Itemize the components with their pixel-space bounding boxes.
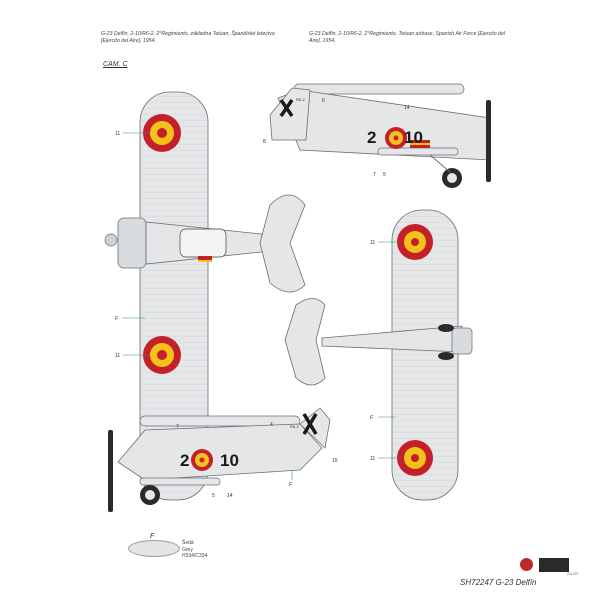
paint-swatch-grey bbox=[128, 540, 180, 557]
callout-7-lower: 7 bbox=[176, 424, 179, 430]
propeller-hub bbox=[104, 233, 118, 247]
product-title: SH72247 G-23 Delfín bbox=[460, 578, 537, 587]
fin-code-upper: R6-2 bbox=[296, 97, 305, 102]
roundel-fuselage-upper bbox=[385, 127, 407, 149]
propeller bbox=[486, 100, 491, 182]
callout-4-lower: 4 bbox=[270, 422, 273, 428]
callout-5-upper: 5 bbox=[383, 172, 386, 178]
paint-name-english: Grey bbox=[182, 546, 193, 553]
fuselage-digits-lower: 10 bbox=[220, 451, 239, 470]
propeller-lower bbox=[108, 430, 113, 512]
side-view-lower bbox=[108, 407, 331, 512]
sheet-code: 201227 bbox=[567, 572, 579, 576]
caption-english: G-23 Delfín, 2-10/R6-2, 2°Regimiento, Te… bbox=[309, 31, 506, 44]
callout-14-upper: 14 bbox=[404, 105, 410, 111]
roundel-upper-1 bbox=[143, 114, 181, 152]
tailplane bbox=[259, 194, 306, 293]
roundel-lower-1 bbox=[397, 224, 433, 260]
paint-code: H334/C334 bbox=[182, 553, 208, 559]
callout-11-a: 11 bbox=[115, 131, 120, 137]
special-hobby-logo bbox=[520, 558, 533, 571]
callout-f-a: F bbox=[115, 316, 119, 322]
callout-11-d: 11 bbox=[370, 456, 375, 462]
cockpit bbox=[179, 228, 227, 258]
callout-11-c: 11 bbox=[370, 240, 375, 246]
caption-czech: G-23 Delfín, 2-10/R6-2, 2°Regimiento, zá… bbox=[101, 31, 275, 44]
roundel-fuselage-lower bbox=[191, 449, 213, 471]
tailplane-bottom bbox=[284, 298, 326, 386]
paint-name-czech: Šedá bbox=[182, 540, 194, 546]
cross-marking-lower bbox=[302, 413, 318, 435]
paint-legend-text: Šedá Grey H334/C334 bbox=[182, 540, 207, 560]
fuselage-digits-upper: 10 bbox=[404, 128, 423, 147]
fuselage-number-upper: 2 bbox=[367, 128, 376, 147]
fuselage-number-lower: 2 bbox=[180, 451, 189, 470]
callout-6-upper: 6 bbox=[322, 98, 325, 104]
callout-11-b: 11 bbox=[115, 353, 120, 359]
lower-wing-bottom bbox=[391, 209, 459, 501]
engine-cowling bbox=[117, 217, 147, 269]
callout-f-c: F bbox=[289, 482, 293, 488]
top-wing bbox=[139, 91, 209, 501]
cross-marking-upper bbox=[279, 99, 294, 117]
callout-8-upper: 8 bbox=[263, 139, 266, 145]
lower-wing-side bbox=[377, 147, 459, 156]
callout-7-upper: 7 bbox=[373, 172, 376, 178]
callout-f-b: F bbox=[370, 415, 374, 421]
camouflage-label: CAM. C bbox=[103, 61, 128, 68]
paint-legend-letter: F bbox=[150, 533, 155, 540]
callout-15-lower: 15 bbox=[332, 458, 338, 464]
callout-5-lower: 5 bbox=[212, 493, 215, 499]
callout-14-lower: 14 bbox=[227, 493, 233, 499]
bottom-view-aircraft bbox=[284, 209, 473, 501]
fin-code-lower: R6-2 bbox=[290, 424, 299, 429]
roundel-upper-2 bbox=[143, 336, 181, 374]
gunze-sangyo-logo bbox=[539, 558, 569, 572]
side-view-upper bbox=[269, 83, 491, 188]
roundel-lower-2 bbox=[397, 440, 433, 476]
top-view-aircraft bbox=[104, 91, 306, 501]
upper-wing-side-lower bbox=[139, 415, 301, 427]
